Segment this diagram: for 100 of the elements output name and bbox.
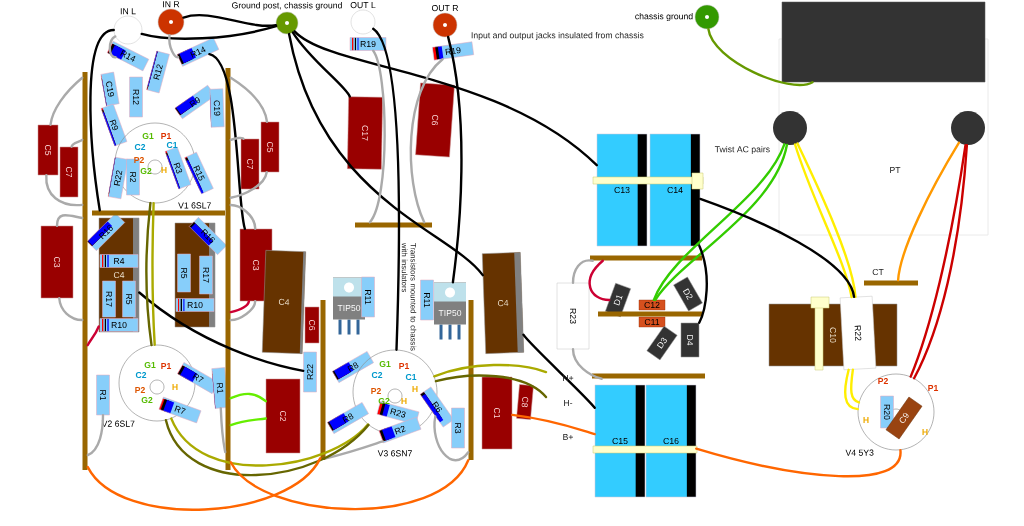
wire [522, 333, 596, 409]
grommet [951, 111, 985, 145]
wire [433, 363, 548, 378]
wire [229, 459, 470, 511]
capacitor: C12 [638, 299, 666, 311]
wire [182, 13, 278, 27]
node-label: IN L [120, 8, 136, 15]
power-resistor: R22 [839, 295, 877, 371]
wire [45, 174, 84, 207]
note: PT [890, 167, 901, 173]
terminal-strip [355, 222, 432, 228]
resistor: R19 [432, 41, 474, 61]
node-label: V4 5Y3 [845, 449, 874, 456]
pin-label: P2 [135, 387, 145, 394]
wire [70, 138, 84, 148]
capacitor: C3 [40, 225, 74, 299]
capacitor: C8 [516, 384, 534, 420]
pin-label: C1 [405, 373, 417, 381]
resistor: R15 [184, 151, 214, 195]
wire [368, 49, 386, 224]
pin-label: P1 [928, 385, 939, 391]
resistor: R22 [303, 351, 317, 393]
wire [86, 414, 105, 457]
pin-label: H [401, 398, 407, 404]
terminal-strip [864, 280, 918, 286]
wire [229, 76, 269, 123]
wire [49, 76, 84, 126]
resistor: R11 [361, 276, 375, 318]
terminal-strip [592, 373, 705, 379]
wire [89, 28, 115, 212]
wire [588, 259, 611, 302]
resistor: R12 [129, 76, 143, 118]
wire [699, 197, 856, 299]
pin-label: C1 [166, 141, 178, 149]
terminal-strip [598, 311, 702, 317]
wire [409, 58, 444, 224]
note: CT [872, 268, 884, 276]
wire [229, 300, 257, 322]
terminal-strip [590, 255, 702, 261]
wire [707, 28, 814, 87]
pin-label: P2 [371, 388, 381, 395]
resistor: R4 [99, 254, 139, 268]
diode: D1 [605, 282, 631, 318]
resistor: R7 [158, 396, 202, 424]
jack: chassis ground [635, 4, 720, 30]
wire [151, 202, 156, 346]
resistor: R3 [451, 407, 465, 449]
wire [229, 392, 267, 403]
diode: D4 [680, 322, 700, 358]
wire [170, 417, 370, 467]
pin-label: H [863, 417, 869, 423]
wire [324, 440, 384, 460]
node-label: V1 6SL7 [178, 202, 211, 209]
wire [58, 297, 84, 322]
wire [571, 259, 594, 284]
wire [229, 136, 245, 141]
wire [138, 291, 305, 372]
wire [145, 201, 153, 347]
terminal-strip [320, 300, 326, 460]
pin-label: H [412, 386, 418, 392]
resistor: R20 [880, 395, 894, 429]
pin-label: C2 [135, 371, 147, 379]
node-label: V3 6SN7 [377, 450, 412, 457]
pin-label: P1 [161, 133, 172, 139]
capacitor: C2 [265, 378, 301, 454]
capacitor: C4 [482, 252, 524, 354]
terminal-strip [82, 72, 88, 470]
resistor: R17 [102, 280, 116, 318]
resistor: R19 [349, 37, 387, 51]
node-label: OUT L [350, 2, 376, 9]
pin-label: P1 [161, 363, 172, 369]
wire [571, 348, 603, 380]
wire [168, 34, 180, 59]
resistor: R14 [106, 40, 150, 72]
pin-label: G1 [144, 361, 156, 369]
node-label: Ground post, chassis ground [232, 2, 342, 11]
resistor: R5 [122, 280, 136, 318]
capacitor: C6 [415, 82, 455, 158]
transformer-core [781, 1, 986, 83]
pin-label: G2 [141, 396, 153, 404]
note: B+ [563, 434, 573, 440]
pin-label: G1 [142, 132, 154, 140]
capacitor: C7 [59, 146, 79, 198]
capacitor: C13 [596, 133, 648, 247]
diode: D2 [673, 276, 703, 312]
diode: D3 [646, 325, 678, 361]
jack: OUT R [431, 5, 459, 38]
jack: Ground post, chassis ground [232, 2, 342, 35]
node-label: chassis ground [635, 12, 693, 22]
jack: OUT L [350, 2, 376, 35]
wire [140, 25, 278, 40]
capacitor: C14 [649, 133, 701, 247]
resistor: R10 [175, 298, 215, 312]
capacitor: C1 [481, 376, 513, 450]
wire [229, 300, 251, 314]
resistor: R14 [176, 37, 220, 67]
pin-label: C2 [371, 371, 383, 379]
node-label: OUT R [431, 5, 459, 12]
node-label: IN R [163, 1, 180, 8]
resistor: R1 [96, 374, 110, 416]
